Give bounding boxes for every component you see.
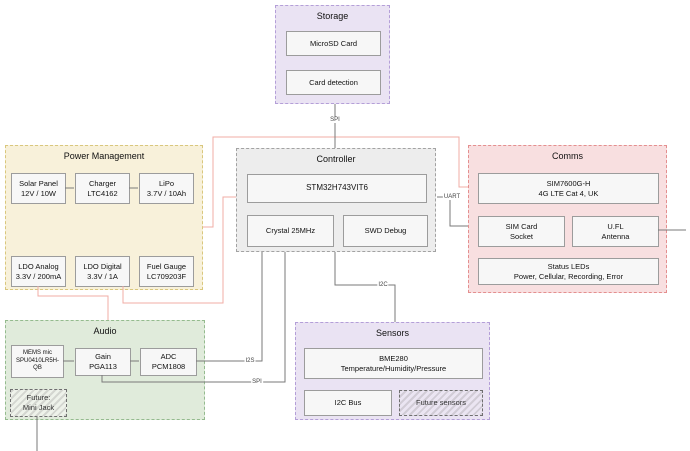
uart-line [437, 196, 468, 227]
block-mems-mic: MEMS mic SPU0410LR5H-QB [11, 345, 64, 378]
block-mini-jack-line1: Future: [26, 393, 51, 403]
block-card-detection: Card detection [286, 70, 381, 95]
net-label-spi-audio: SPI [251, 379, 263, 385]
group-power-management-title: Power Management [63, 151, 145, 161]
net-label-spi-storage: SPI [329, 117, 341, 123]
group-comms: Comms SIM7600G-H 4G LTE Cat 4, UK SIM Ca… [468, 145, 667, 293]
block-status-leds: Status LEDs Power, Cellular, Recording, … [478, 258, 659, 285]
block-future-mini-jack: Future: Mini Jack [10, 389, 67, 417]
block-adc-line2: PCM1808 [151, 362, 186, 371]
group-controller-title: Controller [316, 154, 356, 164]
block-stm32-mcu: STM32H743VIT6 [247, 174, 427, 203]
block-bme280: BME280 Temperature/Humidity/Pressure [304, 348, 483, 379]
block-charger-line1: Charger [88, 178, 117, 188]
group-audio: Audio MEMS mic SPU0410LR5H-QB Gain PGA11… [5, 320, 205, 420]
block-ldo-digital-line1: LDO Digital [83, 261, 122, 271]
block-sim-socket-line2: Socket [510, 231, 533, 241]
block-ldo-digital: LDO Digital 3.3V / 1A [75, 256, 130, 287]
block-mems-mic-line2: SPU0410LR5H-QB [15, 357, 60, 372]
block-crystal-label: Crystal 25MHz [265, 226, 316, 236]
block-sim-socket-line1: SIM Card [505, 221, 538, 231]
block-i2c-bus-label: I2C Bus [334, 398, 362, 408]
block-ufl-antenna: U.FL Antenna [572, 216, 659, 247]
block-status-leds-line1: Status LEDs [547, 261, 590, 271]
i2s-line [196, 252, 263, 362]
block-microsd-card-label: MicroSD Card [309, 38, 358, 48]
block-sim7600-line2: 4G LTE Cat 4, UK [538, 188, 599, 198]
block-lipo-line1: LiPo [158, 178, 174, 188]
block-charger: Charger LTC4162 [75, 173, 130, 204]
block-ldo-analog-line1: LDO Analog [18, 261, 59, 271]
block-solar-panel-line1: Solar Panel [19, 178, 58, 188]
block-future-sensors-label: Future sensors [415, 398, 467, 408]
block-sim-card-socket: SIM Card Socket [478, 216, 565, 247]
net-label-i2s: I2S [244, 358, 256, 364]
block-lipo-battery: LiPo 3.7V / 10Ah [139, 173, 194, 204]
block-mini-jack-line2: Mini Jack [22, 403, 55, 412]
block-gain-amp: Gain PGA113 [75, 348, 131, 376]
group-audio-title: Audio [93, 326, 117, 336]
group-sensors: Sensors BME280 Temperature/Humidity/Pres… [295, 322, 490, 420]
group-sensors-title: Sensors [375, 328, 410, 338]
block-bme280-line1: BME280 [379, 353, 408, 363]
block-solar-panel-line2: 12V / 10W [20, 188, 57, 198]
block-future-sensors: Future sensors [399, 390, 483, 416]
power-to-audio-line [37, 286, 109, 320]
block-microsd-card: MicroSD Card [286, 31, 381, 56]
group-controller: Controller STM32H743VIT6 Crystal 25MHz S… [236, 148, 436, 252]
block-ldo-analog: LDO Analog 3.3V / 200mA [11, 256, 66, 287]
block-swd-debug: SWD Debug [343, 215, 428, 247]
group-comms-title: Comms [552, 151, 583, 161]
block-lipo-line2: 3.7V / 10Ah [146, 188, 187, 198]
block-ufl-antenna-line2: Antenna [601, 231, 630, 241]
block-card-detection-label: Card detection [309, 77, 358, 87]
block-sim7600-line1: SIM7600G-H [546, 178, 591, 188]
block-ufl-antenna-line1: U.FL [607, 221, 624, 231]
block-adc: ADC PCM1808 [140, 348, 197, 376]
net-label-i2c: I2C [377, 282, 389, 288]
block-stm32-label: STM32H743VIT6 [306, 183, 368, 193]
block-gain-line1: Gain [95, 352, 111, 362]
block-bme280-line2: Temperature/Humidity/Pressure [340, 363, 447, 373]
block-solar-panel: Solar Panel 12V / 10W [11, 173, 66, 204]
block-sim7600-modem: SIM7600G-H 4G LTE Cat 4, UK [478, 173, 659, 204]
block-status-leds-line2: Power, Cellular, Recording, Error [513, 271, 624, 281]
group-power-management: Power Management Solar Panel 12V / 10W C… [5, 145, 203, 290]
block-ldo-digital-line2: 3.3V / 1A [87, 271, 118, 281]
block-fuel-gauge: Fuel Gauge LC709203F [139, 256, 194, 287]
block-swd-debug-label: SWD Debug [364, 226, 407, 236]
group-storage: Storage MicroSD Card Card detection [275, 5, 390, 104]
block-fuel-gauge-line2: LC709203F [146, 271, 187, 281]
block-mems-mic-line1: MEMS mic [23, 350, 52, 357]
block-gain-line2: PGA113 [89, 362, 117, 371]
block-i2c-bus: I2C Bus [304, 390, 392, 416]
block-charger-line2: LTC4162 [87, 188, 118, 198]
block-fuel-gauge-line1: Fuel Gauge [146, 261, 187, 271]
block-crystal: Crystal 25MHz [247, 215, 334, 247]
block-ldo-analog-line2: 3.3V / 200mA [15, 271, 62, 281]
block-adc-line1: ADC [160, 352, 177, 362]
net-label-uart: UART [442, 194, 462, 200]
group-storage-title: Storage [316, 11, 349, 21]
